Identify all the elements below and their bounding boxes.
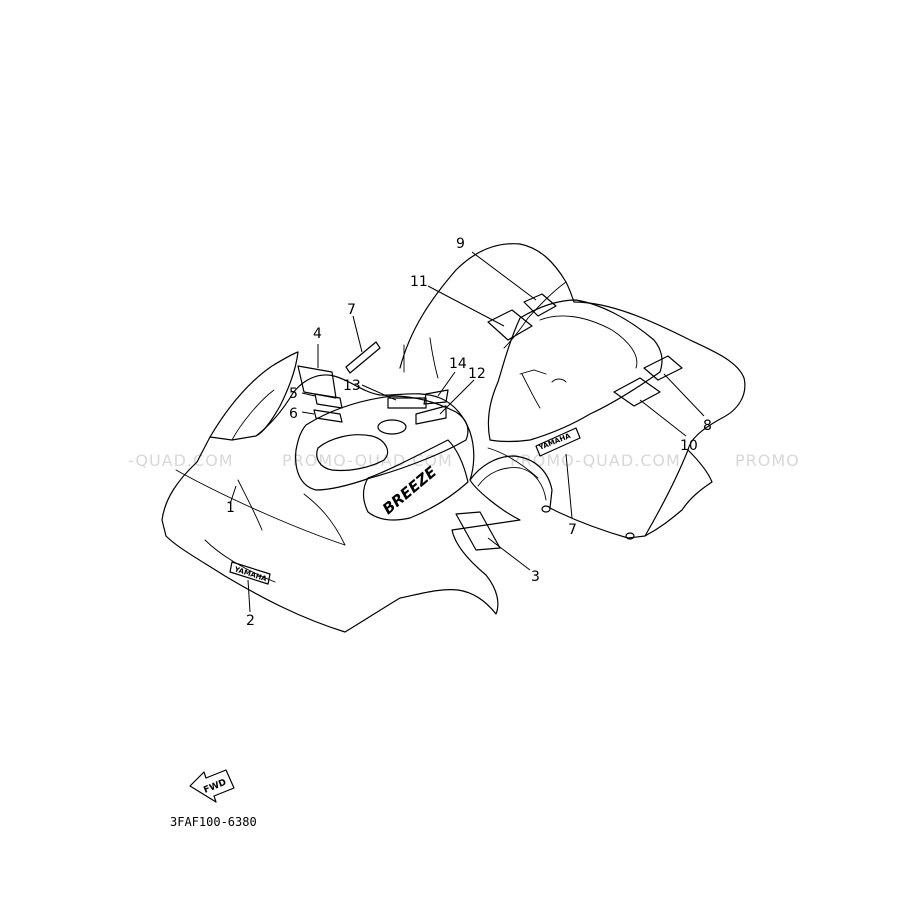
rear-fender-outline <box>399 243 746 539</box>
leader-13 <box>361 384 397 401</box>
decal-5 <box>314 393 343 409</box>
decal-6 <box>313 409 343 423</box>
callout-3: 3 <box>531 569 540 585</box>
callout-11: 11 <box>410 274 428 290</box>
front-panel-line-4 <box>303 493 346 546</box>
callout-10: 10 <box>680 438 698 454</box>
side-logo-text: BREEZE <box>379 462 441 518</box>
front-panel-line-1 <box>175 469 346 546</box>
callout-7-upper: 7 <box>347 302 356 318</box>
decal-3 <box>455 511 501 551</box>
leader-8 <box>663 373 705 417</box>
callout-6: 6 <box>289 406 298 422</box>
leader-7-rear <box>565 453 573 519</box>
front-fender-outline <box>161 374 521 633</box>
decal-4 <box>297 365 337 399</box>
rear-fender-right-skirt <box>644 449 713 537</box>
decal-9 <box>523 293 557 317</box>
rear-lower-line <box>487 447 539 479</box>
left-wing-outline <box>209 351 299 438</box>
leader-6 <box>301 411 315 415</box>
decal-8 <box>643 355 683 381</box>
seat-top <box>295 395 469 491</box>
leader-14 <box>437 371 456 397</box>
callout-labels: 1 2 3 4 5 6 7 7 8 9 10 11 12 13 14 <box>226 236 712 629</box>
rear-fender <box>399 243 746 540</box>
rear-fender-drop-3 <box>521 373 541 409</box>
rear-rack-inner <box>539 315 638 369</box>
callout-13: 13 <box>343 378 361 394</box>
callout-2: 2 <box>246 613 255 629</box>
side-panel-outline <box>362 439 469 521</box>
callout-7-rear: 7 <box>568 522 577 538</box>
watermark-center-right: PROMO-QUAD.COM <box>510 451 681 470</box>
callout-1: 1 <box>226 500 235 516</box>
decal-2-front-badge: YAMAHA <box>229 561 271 585</box>
callout-14: 14 <box>449 356 467 372</box>
arch-mount <box>541 505 551 513</box>
fwd-arrow-text: FWD <box>202 778 228 796</box>
leader-5 <box>301 392 316 397</box>
fuel-cap-hole <box>377 419 407 435</box>
decal-7-upper <box>345 341 381 374</box>
leader-12 <box>439 379 475 415</box>
watermark-right: PROMO <box>735 451 800 470</box>
fwd-arrow: FWD <box>189 769 235 803</box>
leader-9 <box>471 251 537 301</box>
callout-5: 5 <box>289 386 298 402</box>
rear-rack-outline <box>487 299 663 443</box>
decal-14 <box>423 389 449 405</box>
left-wing-inner <box>231 389 275 441</box>
rear-fender-inner-mark <box>519 369 567 383</box>
decal-10 <box>613 377 661 407</box>
callout-12: 12 <box>468 366 486 382</box>
rear-fender-rim <box>503 281 567 349</box>
diagram-code: 3FAF100-6380 <box>170 815 257 829</box>
leader-3 <box>487 537 531 571</box>
leader-lines <box>229 251 705 613</box>
rear-mount <box>625 532 635 540</box>
callout-9: 9 <box>456 236 465 252</box>
leader-2 <box>247 579 251 613</box>
leader-1 <box>229 485 237 505</box>
leader-7-upper <box>352 315 363 353</box>
callout-8: 8 <box>703 418 712 434</box>
front-panel-line-3 <box>237 479 263 531</box>
leader-10 <box>639 399 687 437</box>
seat-cutout <box>316 434 389 472</box>
decal-12 <box>415 405 447 425</box>
rear-fender-drop-1 <box>429 337 439 379</box>
fwd-arrow-icon <box>189 769 235 803</box>
leader-11 <box>427 285 505 327</box>
fender-body <box>161 351 553 633</box>
decal-13 <box>387 397 427 409</box>
wheel-arch-inner <box>477 467 547 501</box>
decal-11 <box>487 309 533 341</box>
wheel-arch <box>469 455 553 509</box>
watermark-left: -QUAD.COM <box>128 451 234 470</box>
callout-4: 4 <box>313 326 322 342</box>
